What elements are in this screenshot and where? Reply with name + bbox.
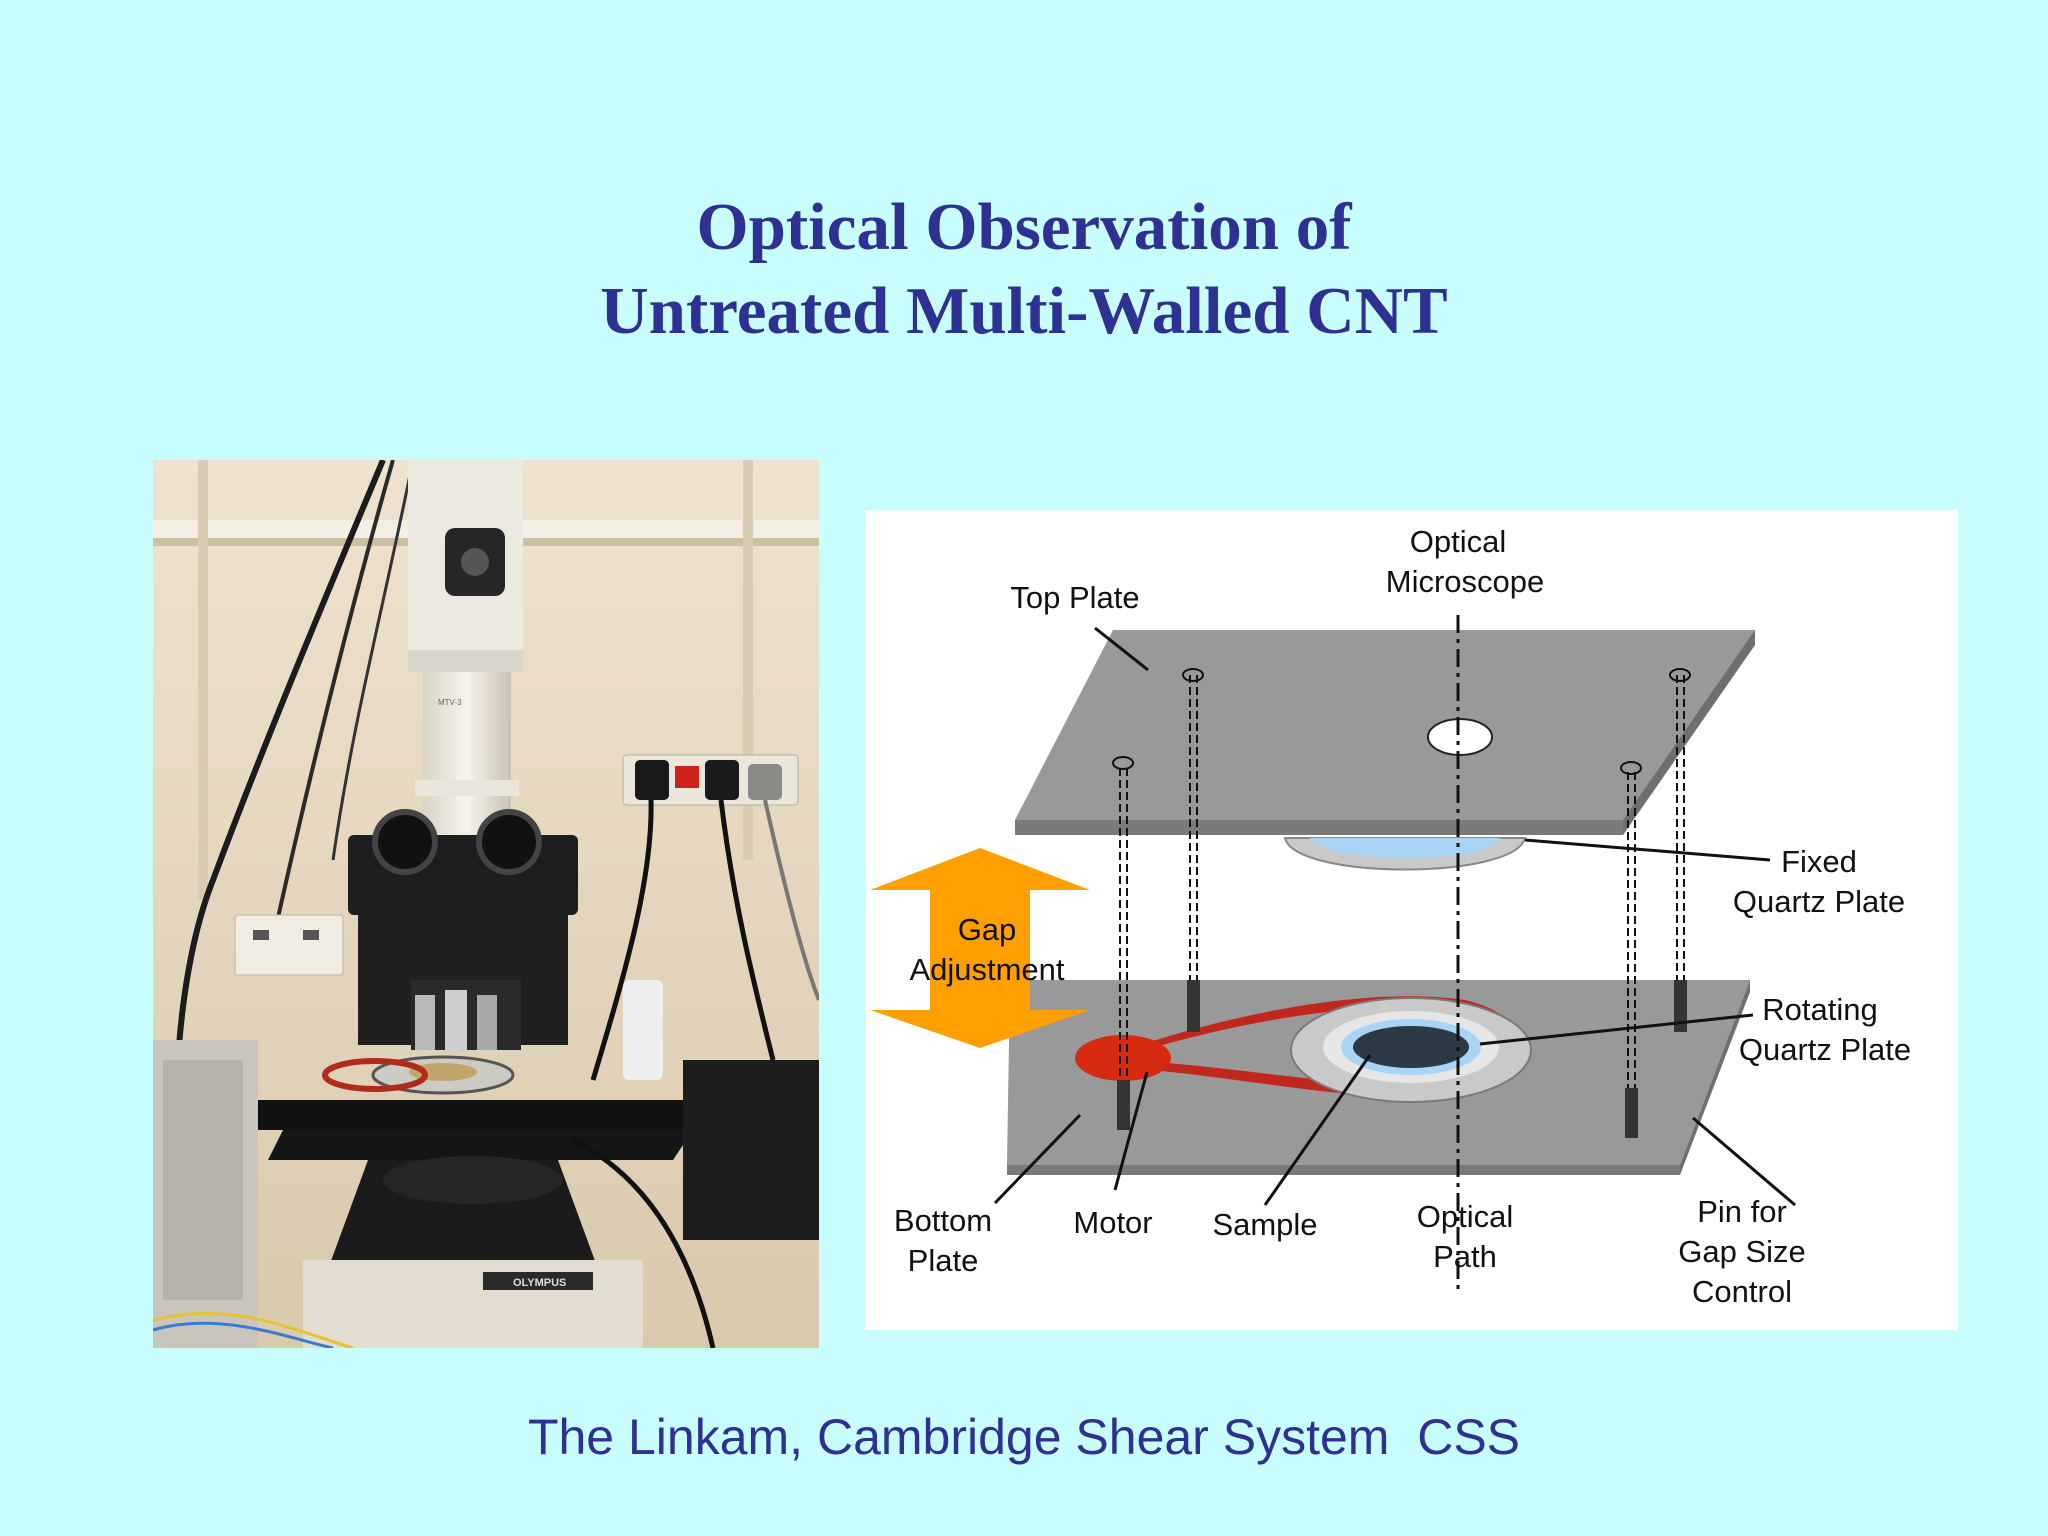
gap-adjustment-arrow — [870, 848, 1090, 1048]
label-pin-3: Control — [1692, 1274, 1792, 1309]
brand-label: OLYMPUS — [513, 1277, 566, 1289]
label-pin-2: Gap Size — [1678, 1234, 1806, 1269]
label-optical-microscope-2: Microscope — [1386, 564, 1545, 599]
label-optical-path-1: Optical — [1417, 1199, 1513, 1234]
leader-lines — [993, 626, 1796, 1207]
shear-cell-diagram: Top Plate Optical Microscope Fixed Quart… — [865, 510, 1958, 1330]
label-gap-adjustment-1: Gap — [958, 912, 1017, 947]
label-fixed-quartz-1: Fixed — [1781, 844, 1857, 879]
label-rotating-quartz-1: Rotating — [1762, 992, 1877, 1027]
label-bottom-plate-1: Bottom — [894, 1203, 992, 1238]
tube-label: MTV-3 — [438, 698, 462, 707]
gap-pins — [1112, 668, 1691, 1088]
fixed-quartz-plate — [1283, 837, 1527, 871]
label-pin-1: Pin for — [1697, 1194, 1787, 1229]
pin-posts — [1117, 980, 1687, 1138]
label-bottom-plate-2: Plate — [908, 1243, 979, 1278]
label-top-plate: Top Plate — [1010, 580, 1139, 615]
label-motor: Motor — [1073, 1205, 1152, 1240]
rotating-quartz-plate — [1290, 997, 1532, 1103]
top-plate-hole — [1427, 718, 1493, 756]
label-fixed-quartz-2: Quartz Plate — [1733, 884, 1905, 919]
microscope-photo: MTV-3 OLYMPUS — [153, 460, 819, 1348]
slide-caption: The Linkam, Cambridge Shear System CSS — [527, 1409, 1521, 1465]
label-gap-adjustment-2: Adjustment — [909, 952, 1064, 987]
label-optical-path-2: Path — [1433, 1239, 1497, 1274]
label-rotating-quartz-2: Quartz Plate — [1739, 1032, 1911, 1067]
title-line-2: Untreated Multi-Walled CNT — [600, 274, 1448, 348]
motor-disk — [1075, 1035, 1171, 1081]
title-line-1: Optical Observation of — [696, 190, 1352, 264]
label-optical-microscope-1: Optical — [1410, 524, 1506, 559]
label-sample: Sample — [1212, 1207, 1317, 1242]
slide-title: Optical Observation of Untreated Multi-W… — [0, 185, 2048, 353]
